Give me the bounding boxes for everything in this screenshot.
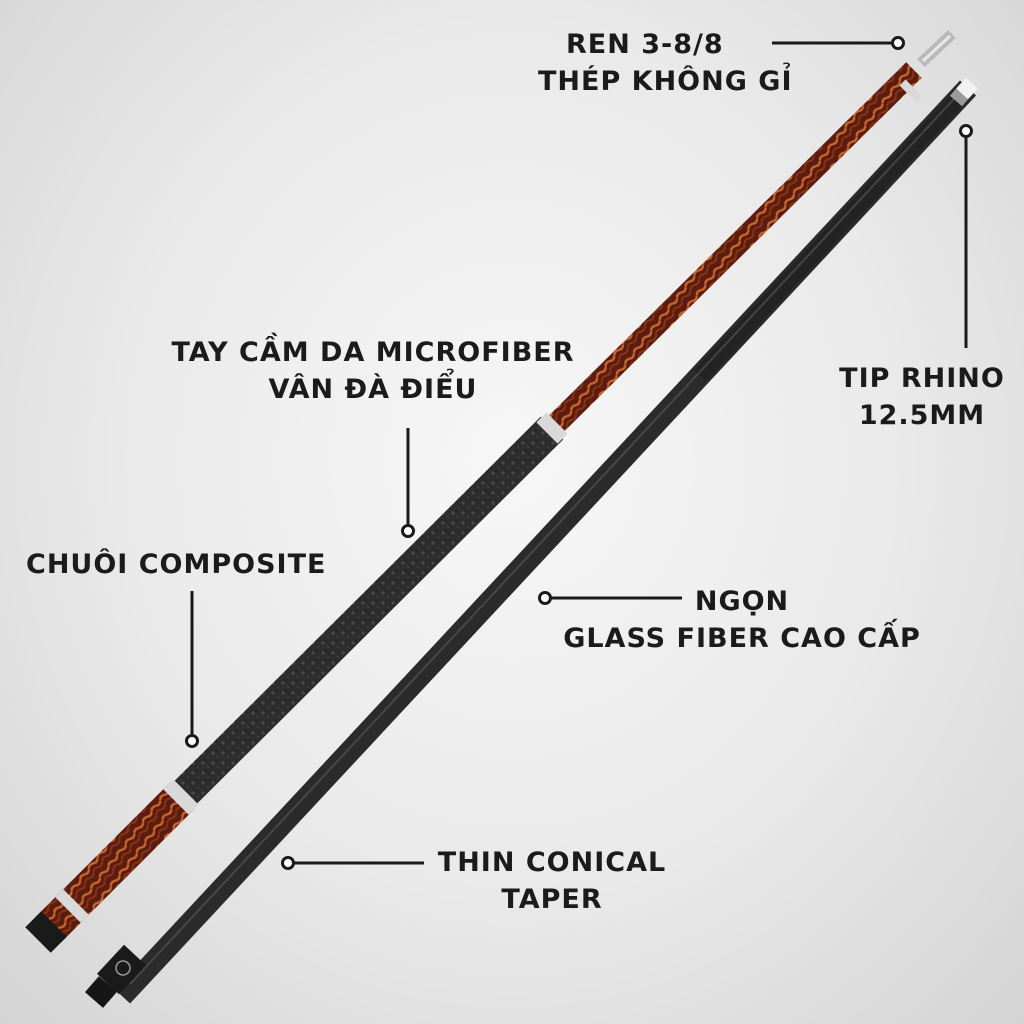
label-tip: TIP RHINO 12.5MM: [832, 360, 1012, 434]
butt-forearm-wood: [544, 62, 922, 436]
callout-shaft-dot: [538, 591, 552, 605]
shaft-logo-badge: [115, 960, 131, 976]
cue-butt: [25, 29, 956, 953]
ring-forearm: [899, 79, 923, 103]
label-thread-line2: THÉP KHÔNG GỈ: [538, 66, 793, 97]
callout-grip-dot: [401, 524, 415, 538]
label-shaft: NGỌN GLASS FIBER CAO CẤP: [552, 583, 932, 657]
label-thread: REN 3-8/8 THÉP KHÔNG GỈ: [538, 26, 792, 100]
label-butt-line1: CHUÔI COMPOSITE: [26, 549, 327, 580]
label-taper-line2: TAPER: [501, 884, 603, 915]
label-grip: TAY CẦM DA MICROFIBER VÂN ĐÀ ĐIỂU: [158, 334, 588, 408]
shaft-joint-pin: [84, 976, 118, 1008]
butt-bumper: [25, 911, 67, 953]
label-thread-line1: REN 3-8/8: [566, 29, 724, 60]
label-grip-line2: VÂN ĐÀ ĐIỂU: [268, 374, 478, 405]
label-tip-line2: 12.5MM: [858, 400, 986, 431]
label-tip-line1: TIP RHINO: [839, 363, 1005, 394]
label-taper: THIN CONICAL TAPER: [428, 844, 676, 918]
shaft-tip: [956, 77, 978, 100]
label-grip-line1: TAY CẦM DA MICROFIBER: [171, 337, 575, 368]
ring-grip-bottom: [163, 779, 199, 815]
callout-tip-dot: [959, 124, 973, 138]
label-shaft-line1: NGỌN: [694, 586, 790, 617]
cue-shaft: [84, 77, 978, 1008]
callout-taper-dot: [281, 856, 295, 870]
callout-lines: [185, 36, 973, 870]
label-butt: CHUÔI COMPOSITE: [26, 546, 326, 583]
shaft-ferrule-ring: [949, 88, 969, 107]
ring-grip-top: [536, 412, 568, 444]
callout-thread-dot: [891, 36, 905, 50]
callout-butt-dot: [185, 734, 199, 748]
label-taper-line1: THIN CONICAL: [437, 847, 667, 878]
butt-grip: [170, 416, 564, 808]
ring-top: [906, 56, 928, 78]
shaft-joint-collar: [97, 944, 146, 995]
ring-sleeve: [55, 889, 89, 923]
label-shaft-line2: GLASS FIBER CAO CẤP: [563, 623, 921, 654]
